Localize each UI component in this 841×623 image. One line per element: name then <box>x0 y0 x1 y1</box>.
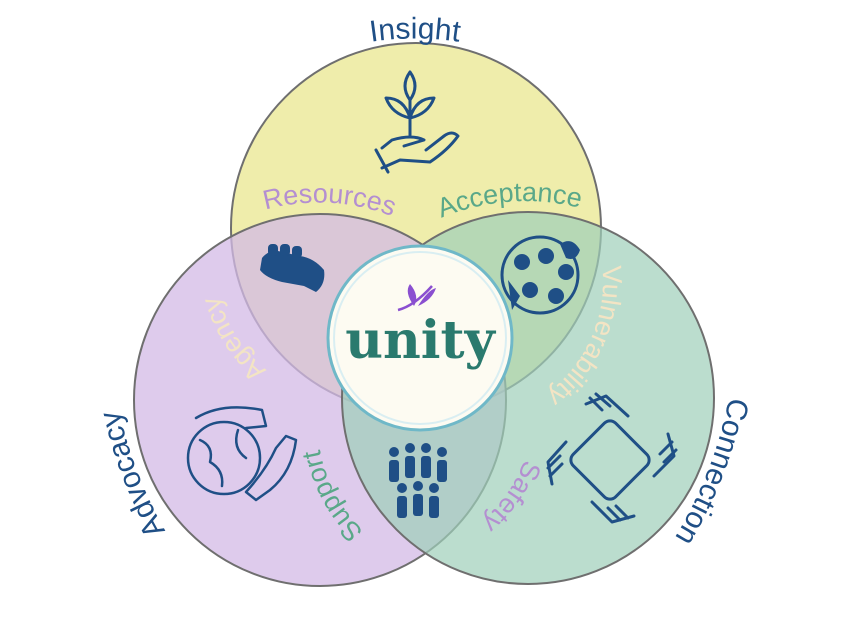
sprout-in-hand-icon <box>374 70 460 174</box>
raised-fist-icon <box>260 244 325 292</box>
logo-text: unity <box>345 310 496 371</box>
group-of-people-icon <box>389 443 447 518</box>
diverse-people-globe-icon <box>500 235 580 315</box>
insight-label: Insight <box>367 12 463 48</box>
unity-logo: unity <box>326 244 514 432</box>
hands-around-globe-icon <box>186 406 298 502</box>
sprout-accent-icon <box>397 284 436 312</box>
interlocking-hands-icon <box>546 392 678 524</box>
